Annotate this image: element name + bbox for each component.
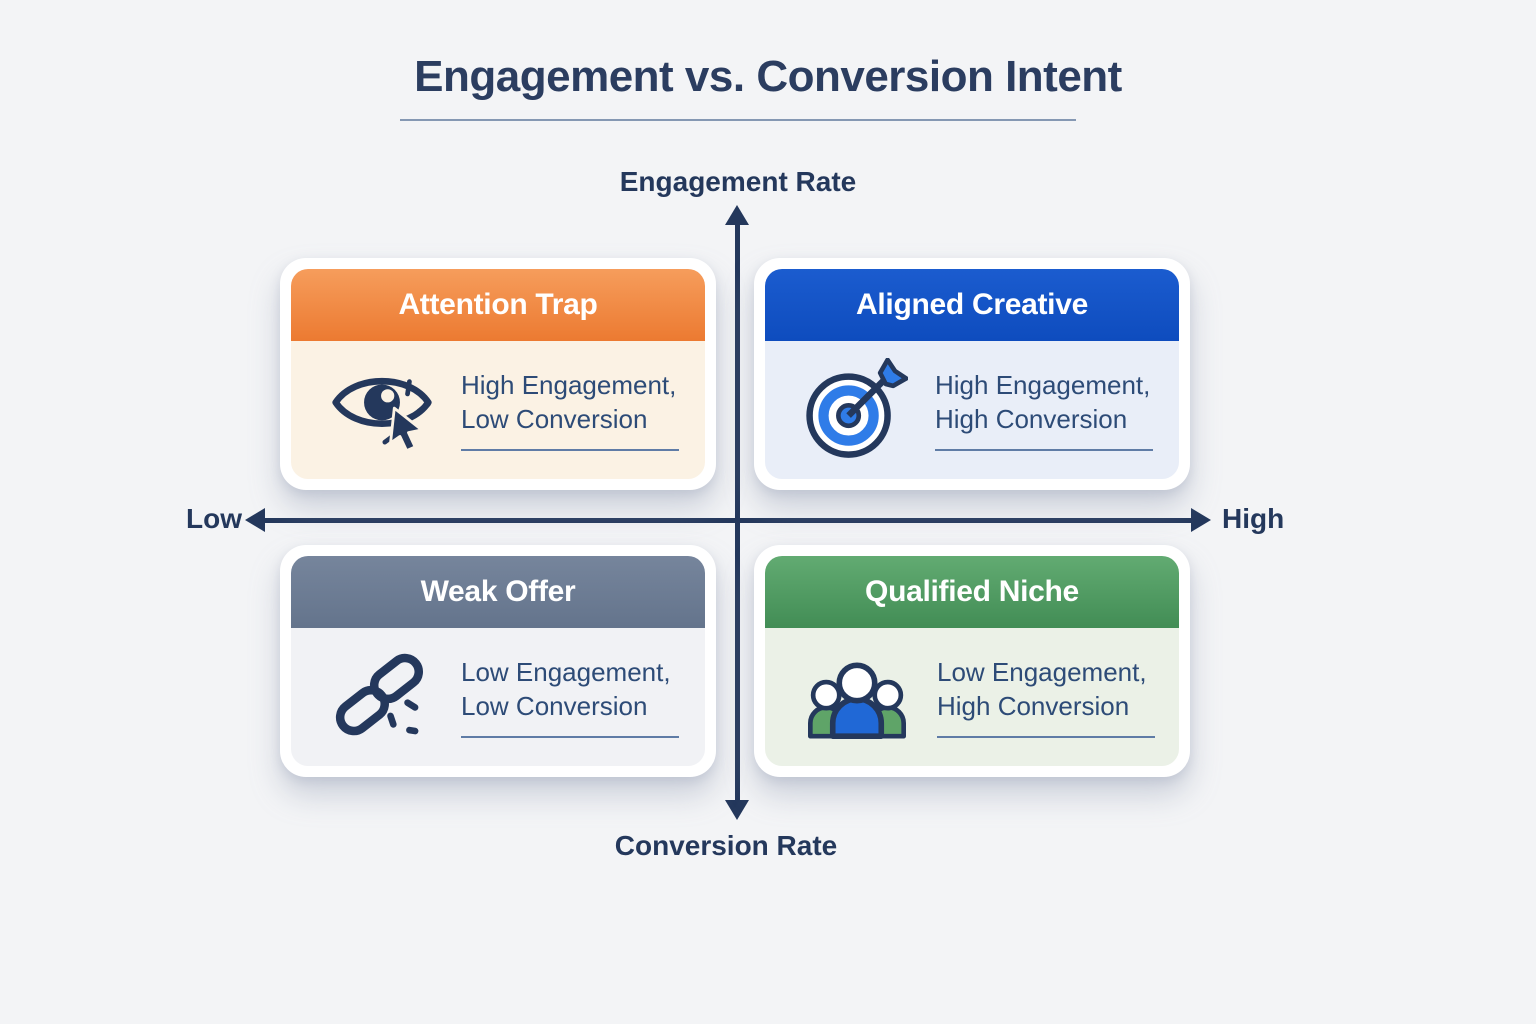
quadrant-weak-offer: Weak Offer Lo (280, 545, 716, 777)
quadrant-attention-trap: Attention Trap High Engagement, L (280, 258, 716, 490)
quadrant-header: Qualified Niche (765, 556, 1179, 628)
vertical-axis-line (735, 223, 740, 801)
y-axis-label: Engagement Rate (619, 166, 857, 197)
x-axis-high-label: High (1222, 503, 1285, 534)
description-divider (461, 448, 679, 451)
quadrant-header: Attention Trap (291, 269, 705, 341)
page-title: Engagement vs. Conversion Intent (414, 52, 1122, 101)
description-divider (937, 735, 1155, 738)
arrow-down-icon (725, 800, 749, 820)
description-line-1: Low Engagement, (937, 657, 1147, 688)
arrow-left-icon (245, 508, 265, 532)
description-divider (461, 735, 679, 738)
description-line-2: High Conversion (935, 404, 1128, 434)
description-divider (935, 448, 1153, 451)
description-line-1: High Engagement, (935, 370, 1151, 401)
arrow-up-icon (725, 205, 749, 225)
quadrant-body: Low Engagement, High Conversion (765, 628, 1179, 766)
eye-click-cursor-icon (327, 362, 437, 458)
quadrant-header: Aligned Creative (765, 269, 1179, 341)
quadrant-header: Weak Offer (291, 556, 705, 628)
quadrant-description: Low Engagement, Low Conversion (461, 656, 679, 738)
arrow-right-icon (1191, 508, 1211, 532)
horizontal-axis-line (263, 518, 1193, 523)
description-line-1: High Engagement, (461, 370, 677, 401)
people-group-icon (801, 652, 913, 742)
quadrant-body: High Engagement, High Conversion (765, 341, 1179, 479)
title-divider (400, 119, 1076, 121)
quadrant-qualified-niche: Qualified Niche Low Engagement, High Con… (754, 545, 1190, 777)
description-line-2: High Conversion (937, 691, 1130, 721)
x-axis-low-label: Low (186, 503, 242, 534)
quadrant-aligned-creative: Aligned Creative High Engagement, High C… (754, 258, 1190, 490)
x-axis-label: Conversion Rate (614, 830, 838, 861)
broken-link-icon (327, 651, 437, 743)
description-line-2: Low Conversion (461, 691, 648, 721)
description-line-2: Low Conversion (461, 404, 648, 434)
quadrant-description: Low Engagement, High Conversion (937, 656, 1155, 738)
quadrant-description: High Engagement, Low Conversion (461, 369, 679, 451)
quadrant-description: High Engagement, High Conversion (935, 369, 1153, 451)
target-arrow-icon (801, 358, 911, 462)
quadrant-body: High Engagement, Low Conversion (291, 341, 705, 479)
quadrant-body: Low Engagement, Low Conversion (291, 628, 705, 766)
description-line-1: Low Engagement, (461, 657, 671, 688)
